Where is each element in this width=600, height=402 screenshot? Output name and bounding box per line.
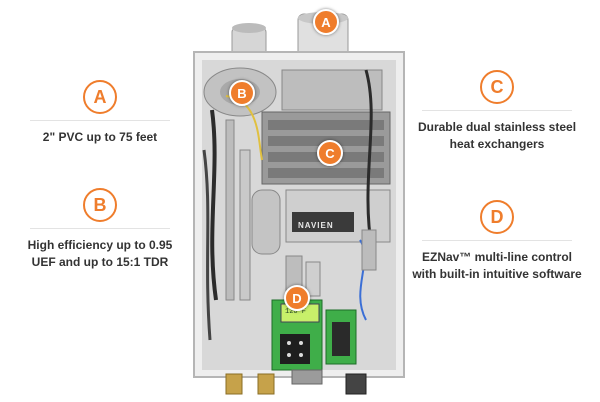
feature-badge-b: B <box>83 188 117 222</box>
divider <box>30 228 170 229</box>
divider <box>30 120 170 121</box>
feature-text-b: High efficiency up to 0.95 UEF and up to… <box>27 238 173 269</box>
feature-b-left: B High efficiency up to 0.95 UEF and up … <box>20 188 180 271</box>
feature-a-left: A 2" PVC up to 75 feet <box>20 80 180 146</box>
control-display-reading: 120°F <box>285 308 307 316</box>
callout-c: C <box>317 140 343 166</box>
divider <box>422 110 572 111</box>
feature-badge-a: A <box>83 80 117 114</box>
feature-text-c: Durable dual stainless steel heat exchan… <box>417 120 577 151</box>
callout-b: B <box>229 80 255 106</box>
callout-a: A <box>313 9 339 35</box>
feature-badge-d: D <box>480 200 514 234</box>
feature-c-right: C Durable dual stainless steel heat exch… <box>412 70 582 153</box>
feature-text-a: 2" PVC up to 75 feet <box>42 130 158 144</box>
brand-logo: NAVIEN <box>298 221 334 230</box>
divider <box>422 240 572 241</box>
callout-d: D <box>284 285 310 311</box>
feature-badge-c: C <box>480 70 514 104</box>
feature-d-right: D EZNav™ multi-line control with built-i… <box>412 200 582 283</box>
feature-text-d: EZNav™ multi-line control with built-in … <box>412 250 582 281</box>
